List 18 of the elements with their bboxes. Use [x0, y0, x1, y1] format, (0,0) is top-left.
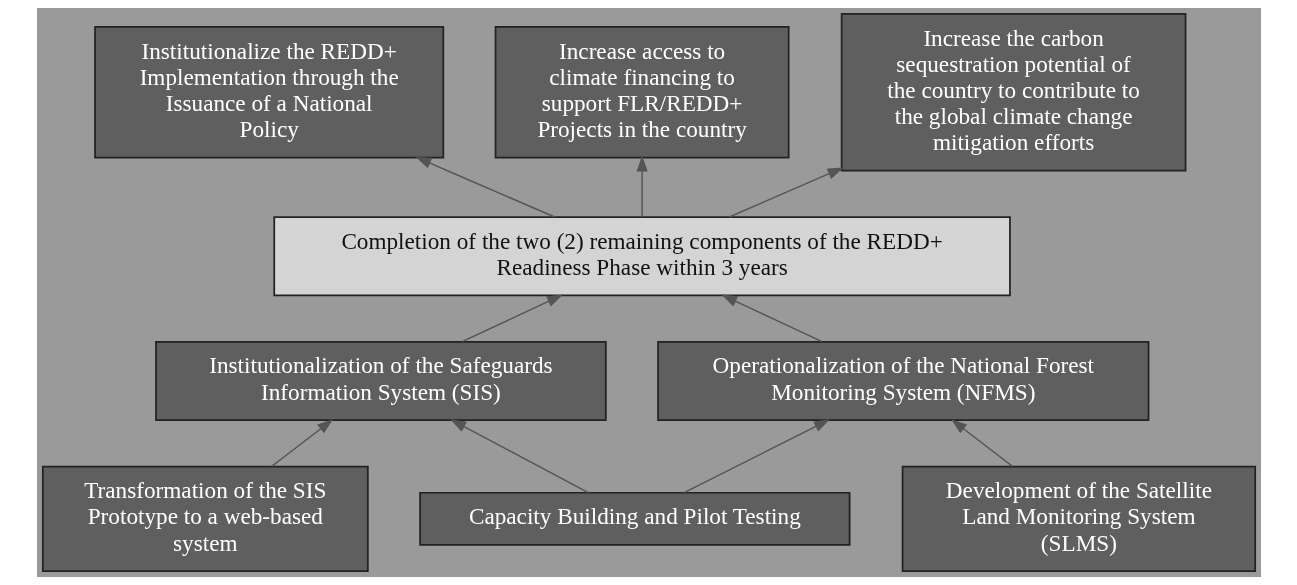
node-box: Operationalization of the National Forest Monitoring System (NFMS): [656, 340, 1149, 422]
node-box: Transformation of the SIS Prototype to a web-based system: [41, 465, 369, 572]
node-box: Institutionalize the REDD+ Implementation through the Issuance of a National Policy: [93, 26, 444, 159]
node-box: Increase the carbon sequestration potential of the country to contribute to the global climate change mitigation efforts: [840, 13, 1186, 172]
arrow: [449, 419, 589, 494]
arrow: [460, 294, 563, 343]
arrow: [720, 294, 823, 343]
arrow: [682, 419, 830, 494]
arrow: [727, 167, 844, 218]
node-box: Completion of the two (2) remaining components of the REDD+ Readiness Phase within 3 years: [272, 216, 1011, 297]
node-box: Development of the Satellite Land Monitoring System (SLMS): [901, 465, 1256, 572]
arrow: [270, 419, 333, 468]
node-box: Institutionalization of the Safeguards Information System (SIS): [154, 340, 607, 422]
arrow: [636, 155, 648, 218]
node-box: Increase access to climate financing to support FLR/REDD+ Projects in the country: [494, 26, 790, 159]
node-box: Capacity Building and Pilot Testing: [418, 491, 850, 546]
arrow: [414, 156, 555, 218]
arrow: [950, 419, 1013, 468]
